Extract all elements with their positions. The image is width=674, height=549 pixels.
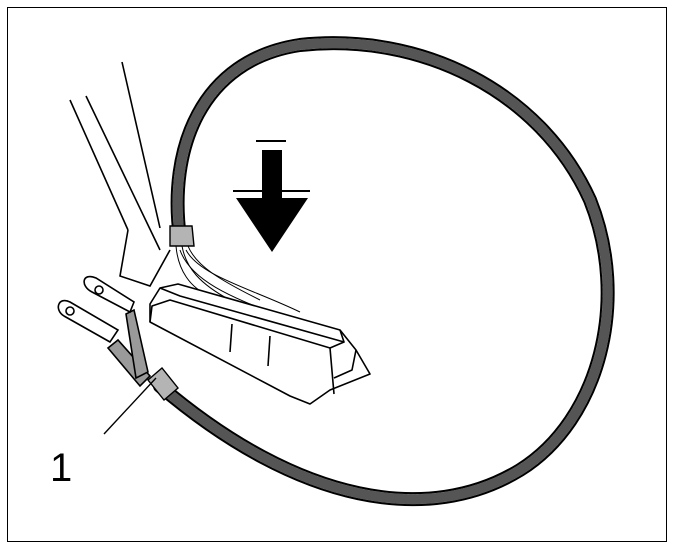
bracket-lines	[69, 61, 171, 287]
figure-frame	[7, 7, 667, 542]
sleeve-end-top	[169, 225, 195, 247]
connector-housing	[149, 283, 371, 405]
callout-leader-line	[103, 377, 157, 435]
callout-number-1: 1	[50, 446, 73, 490]
sleeve-end-bottom	[147, 366, 179, 402]
wire-terminals	[57, 275, 152, 388]
down-arrow-icon	[233, 140, 310, 252]
corrugated-cable-loop	[153, 36, 615, 507]
